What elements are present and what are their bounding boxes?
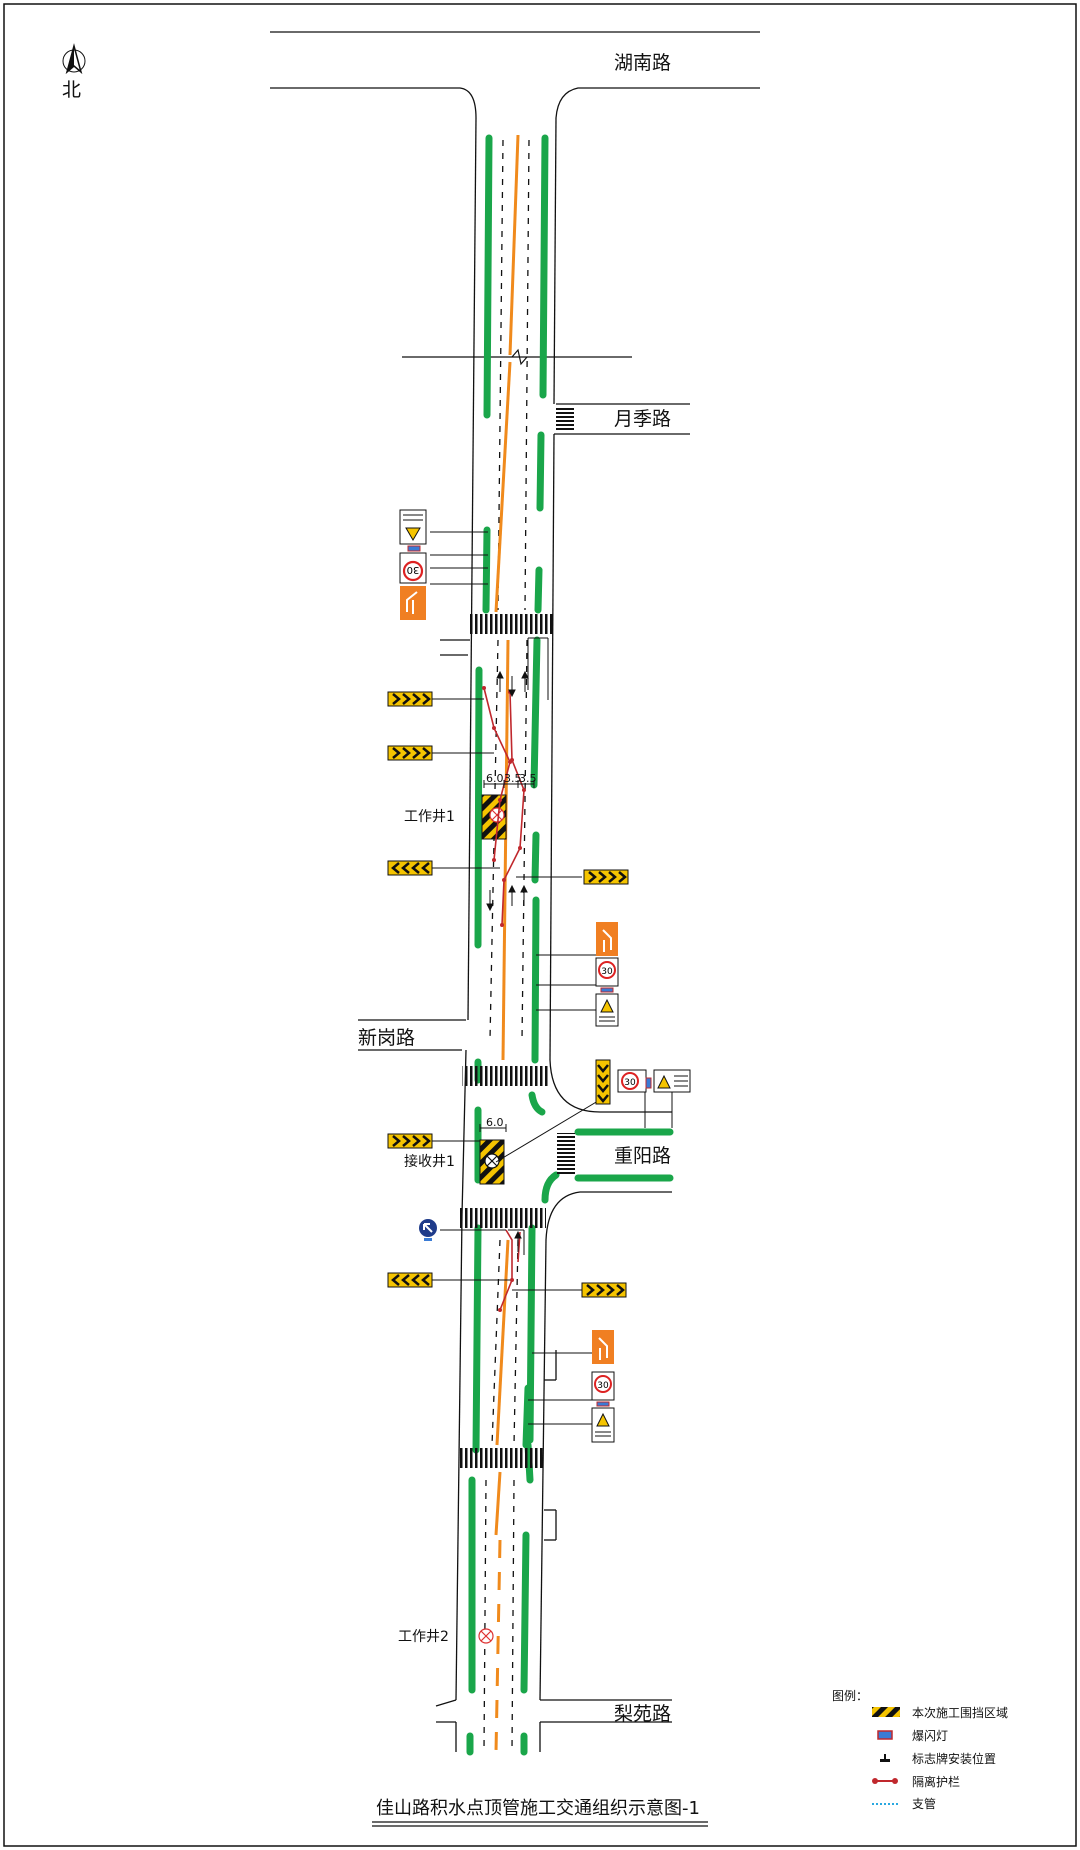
crosswalk-north [468,614,554,634]
speed-limit-value-2: 30 [601,967,613,977]
speed-limit-value-4: 30 [597,1381,609,1391]
sign-leaders [430,531,673,1425]
well-label-receive1: 接收井1 [404,1153,455,1170]
chevron-right-sign-icon [581,1282,627,1298]
lane-shift-sign-icon [592,1330,614,1364]
construction-ahead-sign-icon [595,993,619,1027]
legend-label-2: 标志牌安装位置 [912,1751,996,1766]
sign-mount-icon [880,1754,890,1762]
well-label-work1: 工作井1 [404,809,455,825]
green-barrier-lines [466,134,674,1756]
chevron-right-sign-icon [583,869,629,885]
legend: 图例： 本次施工围挡区域 爆闪灯 标志牌安装位置 隔离护栏 支管 [832,1689,1008,1811]
crosswalks [458,406,575,1468]
flash-lamp-icon [877,1730,893,1740]
dim-lane-3: 3.5 [519,772,537,785]
flash-lamp-icon [596,1401,610,1407]
lane-dashes [483,139,530,1751]
chevron-left-sign-icon [387,860,433,876]
dim-lane-2: 3.5 [504,772,522,785]
chevron-left-sign-icon [387,1272,433,1288]
speed-limit-value-3: 30 [624,1078,636,1088]
crosswalk-chongyang [557,1133,575,1175]
dimension-line-1 [483,780,535,788]
pipe-break-symbol [511,348,528,366]
construction-ahead-sign-icon [591,1407,615,1443]
lane-shift-sign-icon [596,922,618,956]
keep-left-sign-icon [419,1219,437,1241]
speed-limit-value-1: 30 [407,564,420,575]
crosswalk-south [458,1448,544,1468]
street-label-liyuan: 梨苑路 [614,1703,671,1725]
diagram-title: 佳山路积水点顶管施工交通组织示意图-1 [376,1798,700,1819]
chevron-right-sign-icon [387,1133,433,1149]
crosswalk-yueji [556,406,574,430]
traffic-arrows [486,670,529,1252]
legend-label-4: 支管 [912,1796,936,1811]
page-border [3,3,1077,1847]
receive-well-1-icon [484,1153,500,1169]
flash-lamp-icon [407,545,421,552]
street-label-hunan: 湖南路 [614,52,671,74]
street-label-yueji: 月季路 [614,408,671,430]
speed-limit-sign-icon: 30 [595,957,619,987]
flash-lamp-icon [645,1077,652,1089]
work-well-2-icon [478,1628,494,1644]
dimension-line-2 [479,1124,507,1132]
speed-limit-sign-icon: 30 [591,1371,615,1401]
work-well-1-icon [489,807,505,823]
temporary-divider [508,637,549,1255]
street-label-chongyang: 重阳路 [614,1145,671,1167]
crosswalk-xingang [462,1066,548,1086]
center-line [494,134,520,1753]
dim-receive: 6.0 [486,1116,504,1129]
chevron-right-sign-icon [387,745,433,761]
flash-lamp-icon [600,987,614,993]
chevron-down-sign-icon [595,1059,611,1105]
chevron-right-sign-icon [387,691,433,707]
legend-label-1: 爆闪灯 [912,1729,948,1743]
construction-ahead-sign-icon [399,509,427,545]
legend-label-3: 隔离护栏 [912,1774,960,1789]
well-label-work2: 工作井2 [398,1629,449,1645]
construction-ahead-sign-icon [653,1069,691,1093]
lane-shift-sign-icon [400,586,426,620]
speed-limit-sign-icon: 30 [399,552,427,584]
dim-lane-1: 6.0 [486,772,504,785]
street-label-xingang: 新岗路 [358,1027,415,1049]
legend-label-0: 本次施工围挡区域 [912,1706,1008,1720]
legend-title: 图例： [832,1689,868,1703]
north-arrow-icon [62,43,86,75]
compass-label: 北 [62,79,81,101]
speed-limit-sign-icon: 30 [617,1069,647,1093]
crosswalk-mid [460,1208,546,1228]
hazard-stripe-icon [872,1707,900,1717]
barrier-icon [872,1778,898,1784]
